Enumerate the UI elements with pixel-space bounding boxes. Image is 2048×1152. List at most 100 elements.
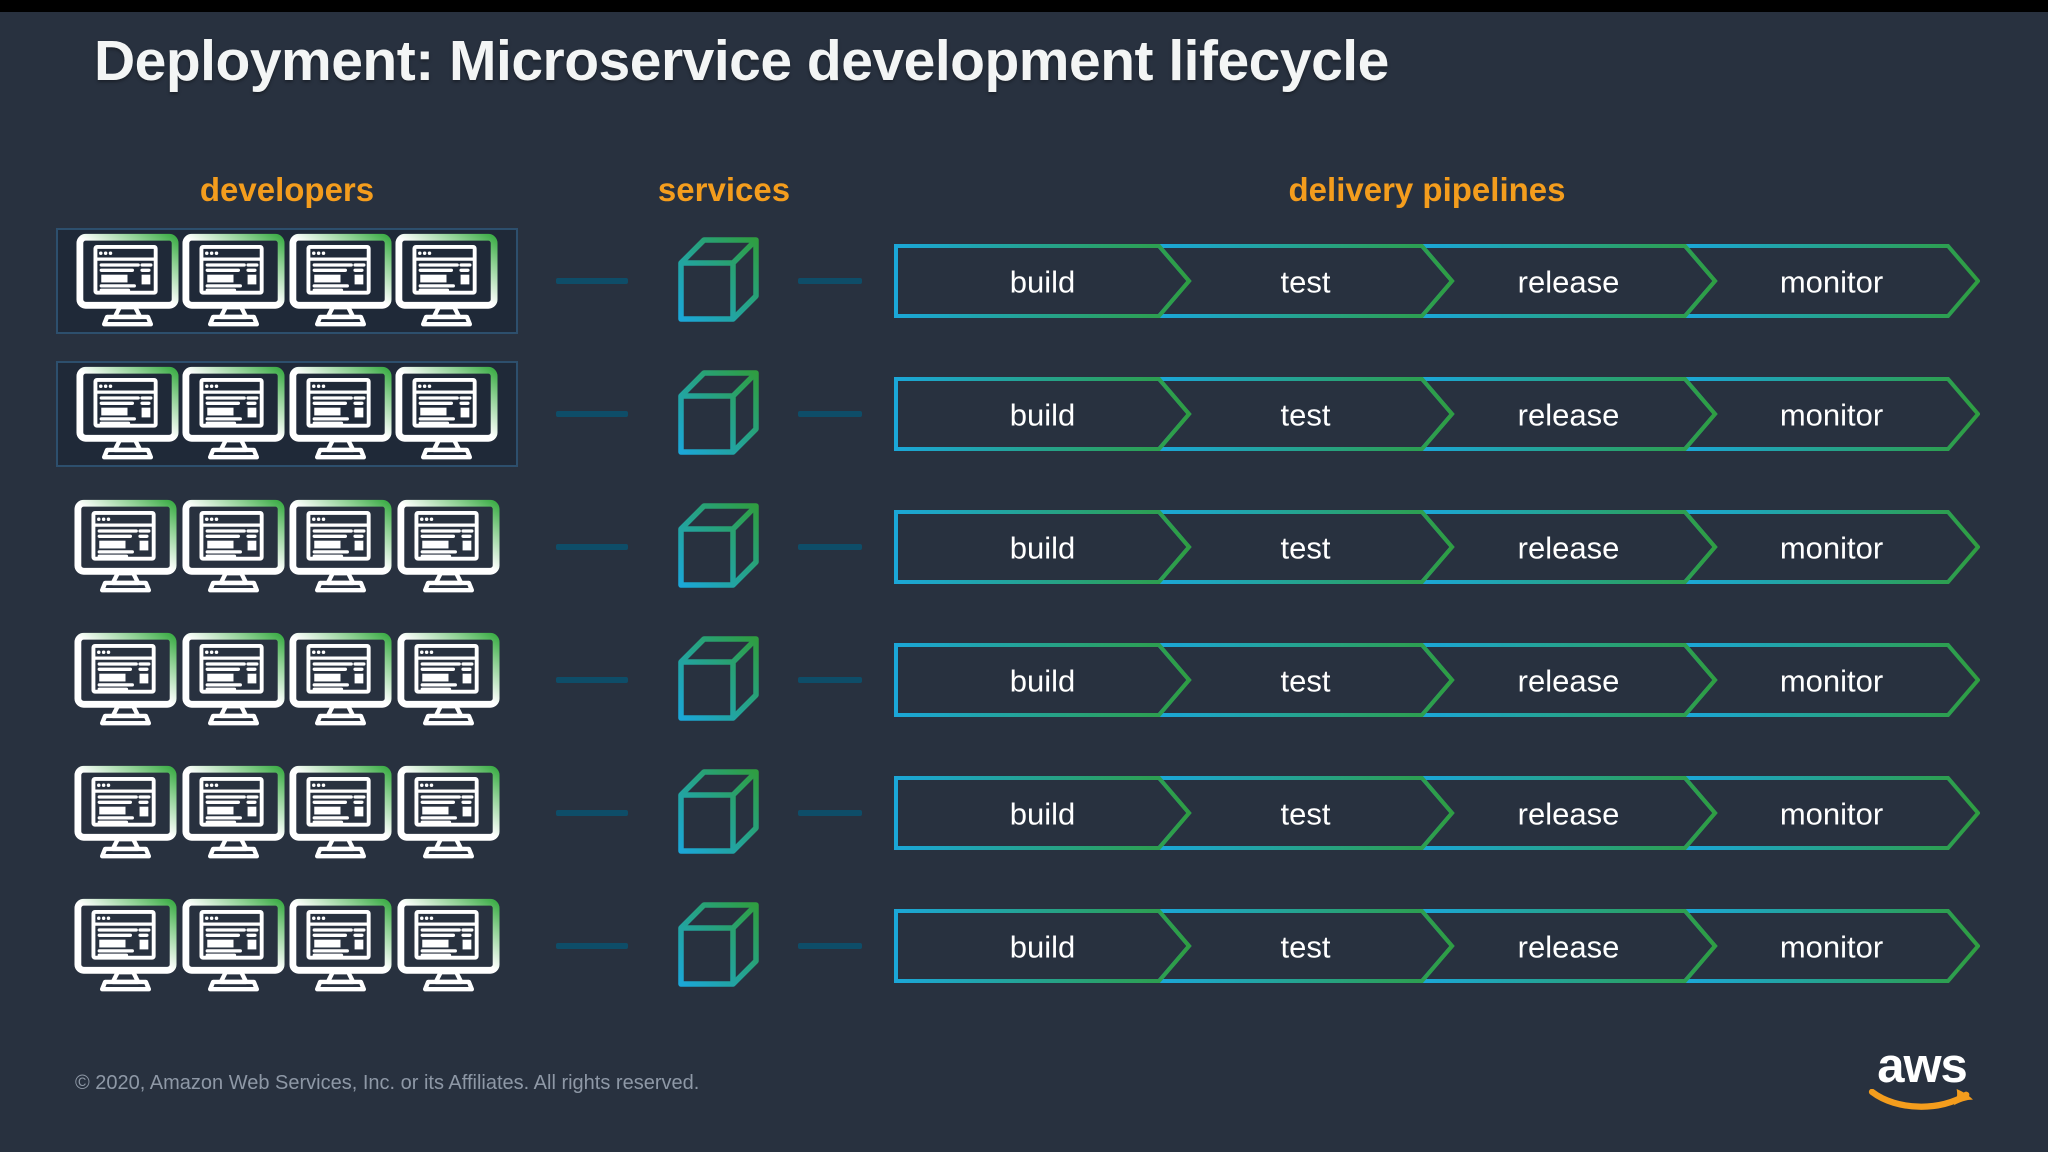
column-header-developers: developers	[199, 171, 375, 208]
diagram-row-6: build test release monitor	[0, 879, 2048, 1012]
copyright-text: © 2020, Amazon Web Services, Inc. or its…	[75, 1072, 700, 1094]
pipeline-stage-label: build	[1010, 397, 1076, 432]
connector-line	[798, 809, 862, 816]
developer-monitor-icon	[397, 632, 500, 728]
connector-line	[556, 277, 628, 284]
pipeline-stage-label: test	[1281, 663, 1331, 698]
pipeline-segment-build	[894, 642, 1192, 717]
developer-group	[56, 627, 518, 733]
developer-monitor-icon	[182, 499, 285, 595]
connector-line	[556, 676, 628, 683]
pipeline-segment-build	[894, 775, 1192, 850]
developer-monitor-icon	[289, 499, 392, 595]
slide-title: Deployment: Microservice development lif…	[94, 29, 1389, 93]
developer-monitor-icon	[397, 765, 500, 861]
diagram-row-3: build test release monitor	[0, 480, 2048, 613]
pipeline-segment-build	[894, 908, 1192, 983]
developer-group	[56, 360, 518, 467]
diagram-row-4: build test release monitor	[0, 613, 2048, 746]
pipeline-stage-label: test	[1281, 796, 1331, 831]
pipeline-stage-label: release	[1518, 796, 1620, 831]
developer-monitor-icon	[289, 632, 392, 728]
diagram-row-5: build test release monitor	[0, 746, 2048, 879]
service-cube-icon	[676, 500, 764, 594]
developer-monitor-icon	[76, 233, 179, 329]
developer-monitor-icon	[74, 765, 177, 861]
pipeline-stage-label: build	[1010, 663, 1076, 698]
developer-monitor-icon	[395, 366, 498, 462]
pipeline-segment-build	[894, 509, 1192, 584]
service-cube-icon	[676, 234, 764, 328]
connector-line	[798, 410, 862, 417]
aws-logo: aws	[1864, 1042, 1980, 1114]
developer-monitor-icon	[182, 233, 285, 329]
developer-monitor-icon	[289, 233, 392, 329]
pipeline-stage-label: release	[1518, 929, 1620, 964]
developer-monitor-icon	[182, 366, 285, 462]
connector-line	[556, 410, 628, 417]
developer-group	[56, 760, 518, 866]
pipeline-stage-label: monitor	[1780, 796, 1883, 831]
developer-monitor-icon	[74, 632, 177, 728]
delivery-pipeline: build test release monitor	[894, 376, 1981, 451]
connector-line	[798, 543, 862, 550]
developer-group	[56, 893, 518, 999]
pipeline-stage-label: test	[1281, 530, 1331, 565]
developer-monitor-icon	[74, 499, 177, 595]
pipeline-stage-label: release	[1518, 530, 1620, 565]
service-cube-icon	[676, 899, 764, 993]
pipeline-stage-label: build	[1010, 264, 1076, 299]
developer-monitor-icon	[397, 898, 500, 994]
pipeline-stage-label: monitor	[1780, 397, 1883, 432]
pipeline-stage-label: test	[1281, 929, 1331, 964]
developer-monitor-icon	[74, 898, 177, 994]
connector-line	[798, 942, 862, 949]
connector-line	[798, 676, 862, 683]
column-header-delivery-pipelines: delivery pipelines	[1288, 171, 1566, 208]
delivery-pipeline: build test release monitor	[894, 642, 1981, 717]
diagram-rows: build test release monitor	[0, 214, 2048, 1012]
connector-line	[556, 543, 628, 550]
aws-logo-text: aws	[1877, 1039, 1968, 1093]
delivery-pipeline: build test release monitor	[894, 509, 1981, 584]
service-cube-icon	[676, 367, 764, 461]
pipeline-stage-label: monitor	[1780, 530, 1883, 565]
developer-monitor-icon	[289, 366, 392, 462]
pipeline-segment-build	[894, 376, 1192, 451]
connector-line	[556, 809, 628, 816]
developer-monitor-icon	[182, 898, 285, 994]
developer-monitor-icon	[397, 499, 500, 595]
developer-monitor-icon	[182, 765, 285, 861]
pipeline-stage-label: monitor	[1780, 264, 1883, 299]
aws-smile-arrow-icon	[1868, 1089, 1973, 1110]
pipeline-stage-label: test	[1281, 264, 1331, 299]
column-header-services: services	[657, 171, 791, 208]
developer-group	[56, 227, 518, 334]
pipeline-stage-label: release	[1518, 663, 1620, 698]
connector-line	[556, 942, 628, 949]
delivery-pipeline: build test release monitor	[894, 775, 1981, 850]
pipeline-stage-label: build	[1010, 530, 1076, 565]
developer-monitor-icon	[289, 765, 392, 861]
pipeline-stage-label: monitor	[1780, 663, 1883, 698]
delivery-pipeline: build test release monitor	[894, 908, 1981, 983]
developer-monitor-icon	[289, 898, 392, 994]
developer-monitor-icon	[182, 632, 285, 728]
pipeline-stage-label: build	[1010, 796, 1076, 831]
pipeline-stage-label: test	[1281, 397, 1331, 432]
developer-monitor-icon	[76, 366, 179, 462]
developer-group	[56, 494, 518, 600]
pipeline-stage-label: monitor	[1780, 929, 1883, 964]
diagram-row-2: build test release monitor	[0, 347, 2048, 480]
pipeline-stage-label: release	[1518, 397, 1620, 432]
pipeline-stage-label: build	[1010, 929, 1076, 964]
service-cube-icon	[676, 633, 764, 727]
service-cube-icon	[676, 766, 764, 860]
pipeline-segment-build	[894, 243, 1192, 318]
developer-monitor-icon	[395, 233, 498, 329]
top-bar	[0, 0, 2048, 12]
connector-line	[798, 277, 862, 284]
